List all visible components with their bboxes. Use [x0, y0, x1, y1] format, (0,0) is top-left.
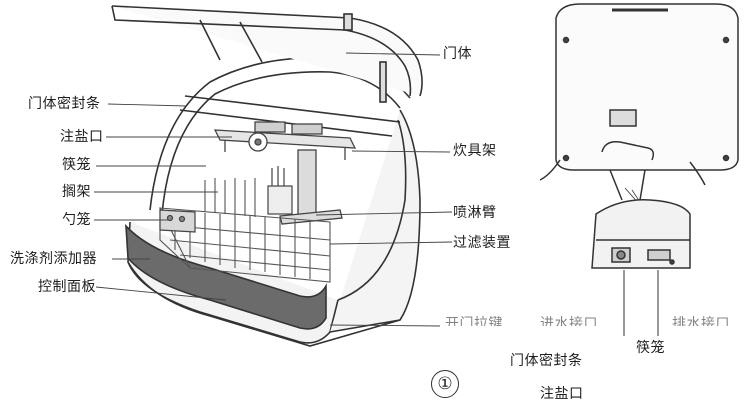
back-view [539, 3, 739, 201]
label-control-panel: 控制面板 [38, 279, 96, 295]
open-door [111, 5, 423, 103]
figure-number: ① [431, 370, 459, 398]
label-chopstick-basket: 筷笼 [62, 157, 91, 173]
label-detergent-dispenser: 洗涤剂添加器 [10, 251, 97, 267]
label-spray-arm: 喷淋臂 [453, 205, 497, 221]
label-salt-inlet: 注盐口 [60, 129, 104, 145]
label-door-seal: 门体密封条 [28, 96, 101, 112]
label-rack: 搁架 [62, 184, 91, 200]
spoon-basket [159, 209, 196, 233]
label-door: 门体 [443, 46, 472, 62]
label-chopstick-basket-2: 筷笼 [636, 340, 665, 356]
label-utensil-rack: 炊具架 [453, 143, 497, 159]
label-outlet-partial: 排水接口 [672, 316, 730, 326]
label-spoon-basket: 勺笼 [62, 212, 91, 228]
label-filter: 过滤装置 [453, 235, 511, 251]
chopstick-basket [267, 166, 293, 215]
dishwasher-body [125, 56, 421, 347]
connector-detail [591, 199, 691, 336]
label-inlet-partial: 进水接口 [540, 316, 598, 326]
utensil-rack [213, 121, 357, 160]
label-salt-inlet-2: 注盐口 [540, 386, 584, 400]
leader-lines [94, 52, 643, 327]
label-door-seal-2: 门体密封条 [510, 353, 583, 369]
label-door-handle-partial: 开门拉键 [445, 316, 503, 326]
